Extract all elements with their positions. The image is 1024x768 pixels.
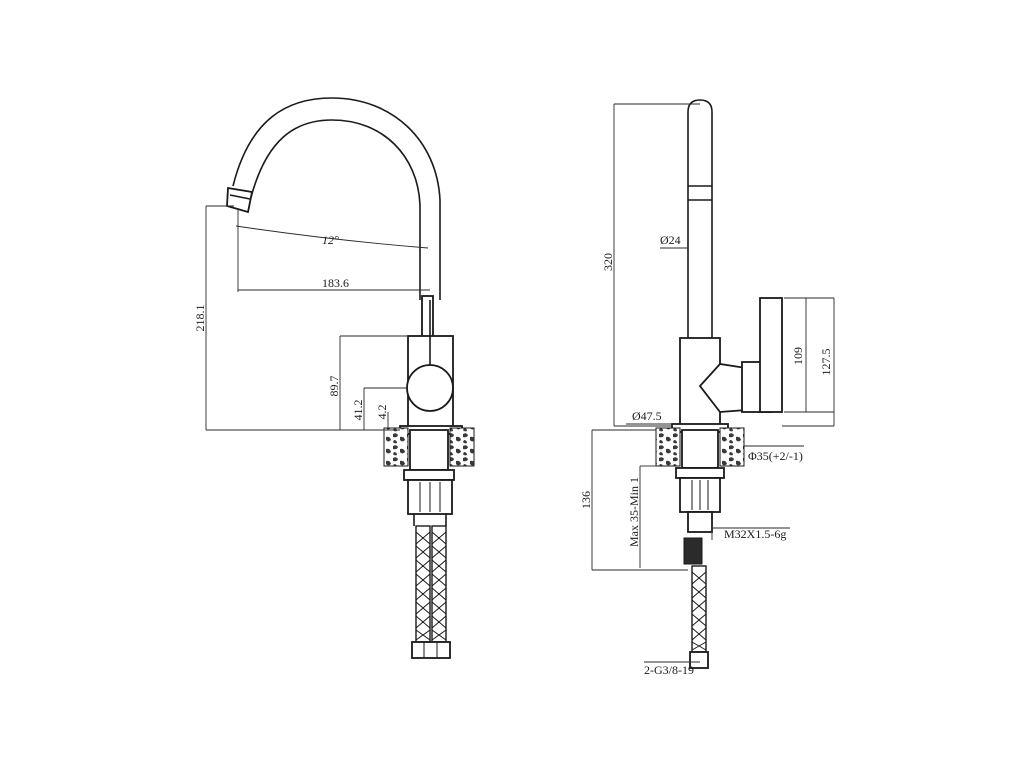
stud-nut bbox=[683, 537, 703, 565]
side-countertop-right bbox=[719, 427, 745, 467]
dim-arc-angle bbox=[235, 225, 429, 249]
label-spout-height: 218.1 bbox=[193, 305, 207, 332]
spout-inner bbox=[249, 119, 421, 300]
side-supply-hose bbox=[691, 565, 707, 653]
label-below-deck: 136 bbox=[579, 491, 593, 509]
side-hose-connector bbox=[689, 651, 709, 669]
label-total-height: 320 bbox=[601, 253, 615, 271]
label-base-gap: 4.2 bbox=[375, 405, 389, 420]
spout-column bbox=[421, 295, 434, 339]
countertop-left bbox=[383, 427, 409, 467]
mounting-shank bbox=[409, 429, 449, 471]
label-thread-spec: M32X1.5-6g bbox=[724, 527, 786, 541]
label-hose-spec: 2-G3/8-19 bbox=[644, 663, 694, 677]
label-deck-thickness: Max 35-Min 1 bbox=[627, 477, 641, 547]
aerator-ring bbox=[229, 194, 251, 200]
label-handle-length: 109 bbox=[791, 347, 805, 365]
label-handle-height: 89.7 bbox=[327, 376, 341, 397]
handle-knob bbox=[406, 364, 454, 412]
label-hole-diameter: Φ35(+2/-1) bbox=[748, 449, 803, 463]
label-angle: 12° bbox=[322, 233, 339, 247]
hose-connectors bbox=[411, 641, 451, 659]
countertop-right bbox=[449, 427, 475, 467]
aerator-tip bbox=[226, 186, 254, 214]
side-view: 320 Ø24 127.5 109 Ø47.5 136 Max 35-Min 1… bbox=[579, 99, 835, 677]
label-base-diameter: Ø47.5 bbox=[632, 409, 662, 423]
spout-outer bbox=[232, 97, 441, 300]
side-countertop-left bbox=[655, 427, 681, 467]
side-spout-outline bbox=[687, 99, 713, 338]
side-fixing-washer bbox=[675, 467, 725, 479]
side-mounting-shank bbox=[681, 429, 719, 469]
threaded-stud bbox=[687, 511, 713, 533]
supply-hose-left bbox=[415, 525, 431, 643]
label-handle-center: 41.2 bbox=[351, 400, 365, 421]
front-view: 218.1 12° 183.6 89.7 41.2 4.2 bbox=[193, 97, 475, 659]
label-reach: 183.6 bbox=[322, 276, 349, 290]
fixing-washer bbox=[403, 469, 455, 481]
label-handle-total: 127.5 bbox=[819, 349, 833, 376]
handle-lever-side bbox=[759, 297, 783, 413]
label-spout-diameter: Ø24 bbox=[660, 233, 681, 247]
supply-hose-right bbox=[431, 525, 447, 643]
